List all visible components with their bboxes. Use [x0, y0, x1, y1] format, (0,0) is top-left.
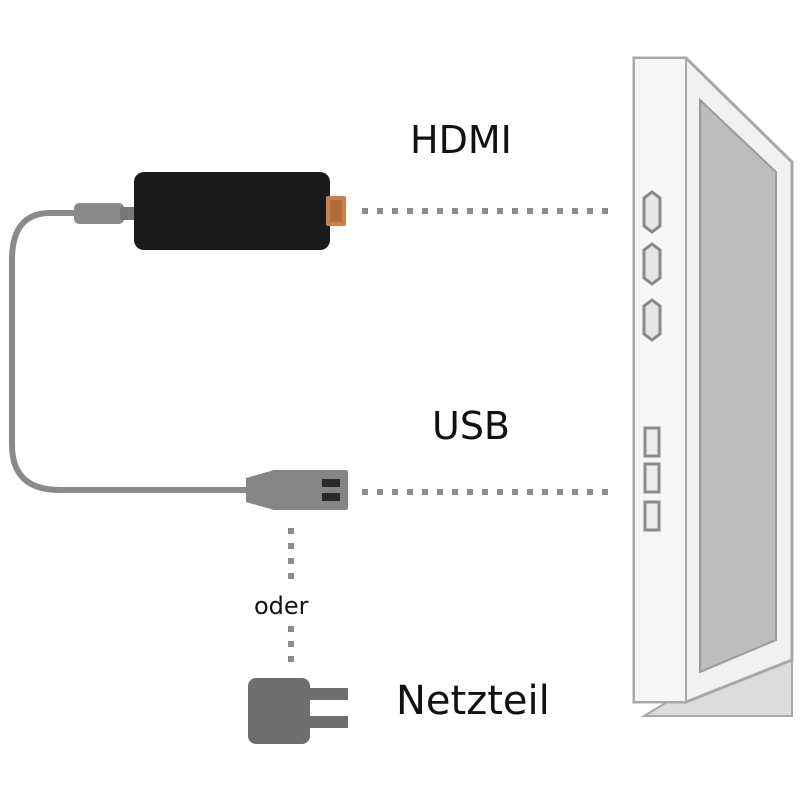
hdmi-label: HDMI — [410, 118, 512, 162]
power-adapter — [248, 678, 348, 744]
tv-usb-ports — [643, 426, 661, 532]
tv-hdmi-ports — [642, 190, 662, 342]
hdmi-stick — [134, 172, 346, 250]
usb-cable — [9, 210, 253, 493]
micro-usb-connector — [74, 203, 138, 224]
power-supply-label: Netzteil — [396, 678, 550, 724]
usb-label: USB — [432, 404, 511, 448]
or-label: oder — [254, 592, 309, 620]
tv-monitor — [632, 56, 794, 717]
usb-plug — [246, 470, 348, 510]
